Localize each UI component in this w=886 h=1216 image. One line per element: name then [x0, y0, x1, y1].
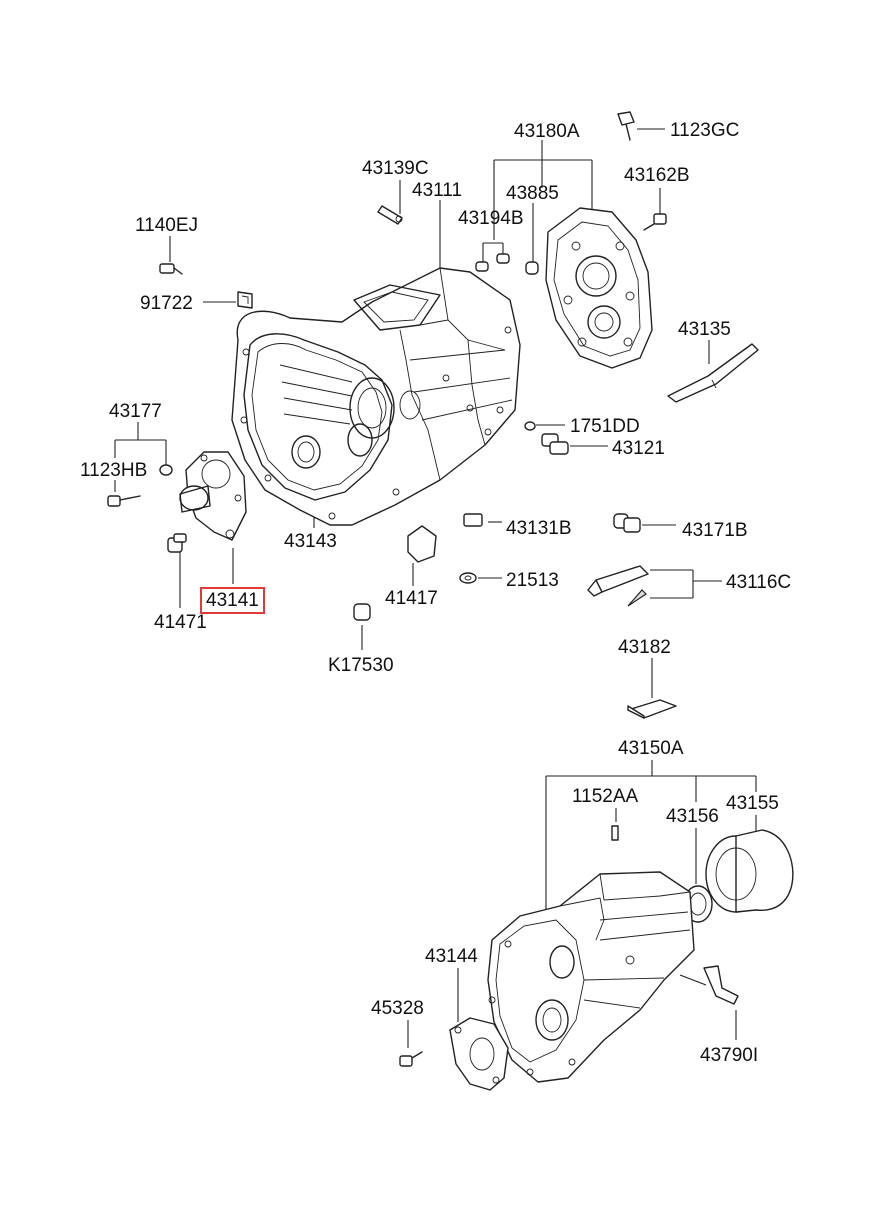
pad-41417-part [407, 525, 437, 563]
bearing-retainer-43141-part [179, 451, 247, 541]
label-43885: 43885 [506, 183, 559, 204]
label-43144: 43144 [425, 946, 478, 967]
sealant-43116C-part [587, 565, 649, 607]
leader-lines [114, 128, 757, 1048]
label-43156: 43156 [666, 806, 719, 827]
label-43150A: 43150A [618, 738, 684, 759]
label-43121: 43121 [612, 438, 665, 459]
label-43171B: 43171B [682, 520, 748, 541]
label-91722: 91722 [140, 293, 193, 314]
label-43177: 43177 [109, 401, 162, 422]
label-43194B: 43194B [458, 208, 524, 229]
oil-seal-43143-part [291, 435, 321, 469]
label-1140EJ: 1140EJ [135, 215, 199, 236]
plug-41471-part [167, 533, 187, 553]
label-43139C: 43139C [362, 158, 429, 179]
extension-housing-43150A-part [487, 871, 695, 1083]
label-1751DD: 1751DD [570, 416, 640, 437]
bolt-43162B-part [643, 213, 667, 231]
label-1123HB: 1123HB [80, 460, 148, 481]
oring-1751DD-part [524, 421, 536, 431]
washer-43177-part [159, 464, 173, 476]
clutch-housing-part [231, 267, 521, 526]
label-43182: 43182 [618, 637, 671, 658]
label-43131B: 43131B [506, 518, 572, 539]
label-43162B: 43162B [624, 165, 690, 186]
label-43135: 43135 [678, 319, 731, 340]
bracket-43790I-part [703, 965, 739, 1005]
clip-91722-part [237, 291, 253, 309]
label-43180A: 43180A [514, 121, 580, 142]
label-43116C: 43116C [726, 572, 792, 593]
bolt-1123GC-part [617, 111, 635, 141]
bolt-1123HB-part [107, 495, 141, 507]
label-41471: 41471 [154, 612, 207, 633]
wedge-43182-part [627, 699, 677, 719]
label-43141-highlighted[interactable]: 43141 [200, 587, 265, 614]
plug-43171B-part [613, 513, 641, 533]
label-43155: 43155 [726, 793, 779, 814]
bolt-43121-part [541, 433, 569, 455]
pin-1152AA-part [611, 825, 619, 841]
bracket-43139C-part [377, 205, 403, 225]
washer-21513-part [459, 572, 477, 584]
label-1152AA: 1152AA [572, 786, 639, 807]
label-41417: 41417 [385, 588, 438, 609]
dowel-pins-43194B-part [475, 253, 510, 272]
label-43790I: 43790I [700, 1045, 759, 1066]
guide-43135-part [667, 343, 759, 403]
gasket-43144-part [449, 1017, 509, 1091]
label-45328: 45328 [371, 998, 424, 1019]
label-K17530: K17530 [328, 655, 394, 676]
label-43111: 43111 [412, 180, 463, 201]
cover-43155-part [705, 829, 794, 913]
plug-43885-part [525, 261, 539, 275]
bolt-45328-part [399, 1051, 423, 1067]
plug-K17530-part [353, 603, 371, 621]
bolt-1140EJ-part [159, 263, 183, 275]
label-1123GC: 1123GC [670, 120, 740, 141]
clip-43131B-part [463, 513, 483, 527]
rear-cover-43180A-part [545, 207, 653, 369]
label-21513: 21513 [506, 570, 559, 591]
label-43143: 43143 [284, 531, 337, 552]
